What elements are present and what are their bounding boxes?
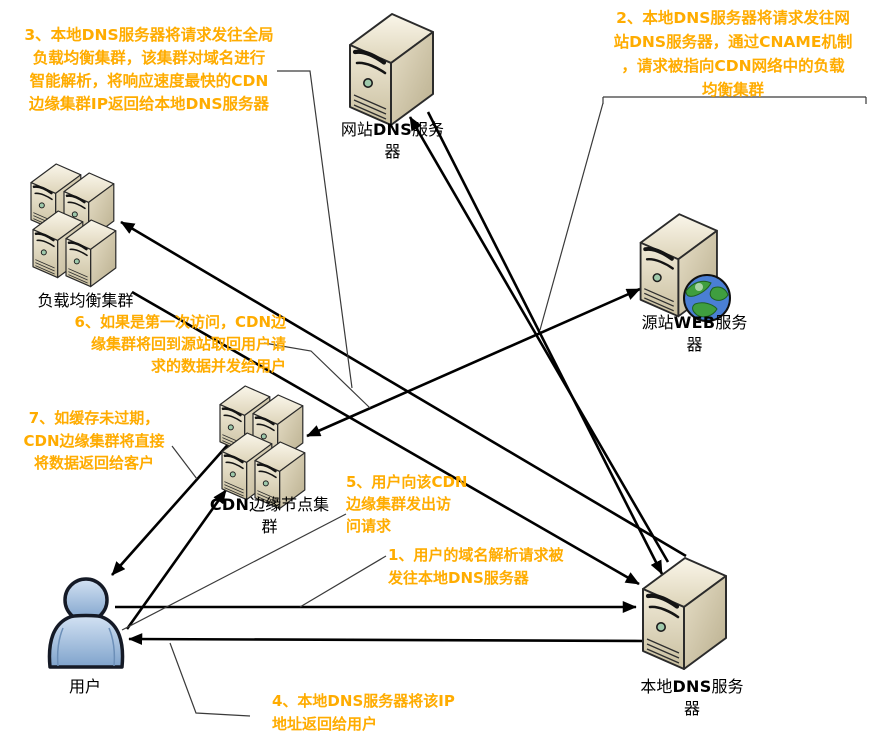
annotation-step-3: 3、本地DNS服务器将请求发往全局 负载均衡集群，该集群对域名进行 智能解析，将…: [24, 26, 274, 113]
leader-annotation-2: [539, 96, 867, 331]
cdn-edge-cluster-icon: [220, 386, 305, 509]
load-balancer-cluster-icon: [31, 164, 116, 287]
local-dns-server-icon: [643, 558, 726, 669]
arrow-step7-cdn-to-user: [111, 439, 233, 576]
annotation-step-6: 6、如果是第一次访问，CDN边 缘集群将回到源站取回用户请 求的数据并发给用户: [74, 313, 286, 375]
leader-annotation-6: [263, 342, 371, 409]
label-origin-web-server: 源站WEB服务 器: [641, 313, 748, 354]
label-cdn-edge-cluster: CDN边缘节点集 群: [209, 495, 330, 536]
leader-annotation-1: [299, 555, 387, 608]
person-icon: [47, 577, 125, 669]
arrow-step5-user-to-cdn: [125, 489, 228, 630]
website-dns-server-icon: [350, 14, 433, 125]
flow-arrows: [111, 111, 687, 646]
label-user: 用户: [68, 677, 101, 696]
leader-annotation-7: [171, 445, 198, 480]
annotation-step-7: 7、如缓存未过期， CDN边缘集群将直接 将数据返回给客户: [23, 409, 165, 472]
annotation-step-2: 2、本地DNS服务器将请求发往网 站DNS服务器，通过CNAME机制 ，请求被指…: [613, 9, 853, 99]
annotation-step-4: 4、本地DNS服务器将该IP 地址返回给用户: [272, 692, 455, 733]
label-website-dns-server: 网站DNS服务 器: [340, 120, 445, 161]
leader-annotation-5: [121, 513, 347, 631]
arrow-step4-localdns-to-user: [128, 633, 644, 646]
label-local-dns-server: 本地DNS服务 器: [640, 677, 744, 718]
leader-annotation-3: [277, 70, 353, 389]
arrow-step6-cdn-origin: [306, 287, 641, 438]
arrow-lb-to-localdns: [131, 290, 640, 586]
leader-lines: [121, 70, 867, 717]
label-load-balancer-cluster: 负载均衡集群: [37, 291, 134, 310]
origin-web-server-icon: [638, 212, 731, 322]
annotation-step-5: 5、用户向该CDN 边缘集群发出访 问请求: [346, 473, 468, 535]
annotation-step-1: 1、用户的域名解析请求被 发往本地DNS服务器: [388, 546, 564, 587]
leader-annotation-4: [169, 642, 251, 717]
globe-icon: [683, 274, 731, 322]
